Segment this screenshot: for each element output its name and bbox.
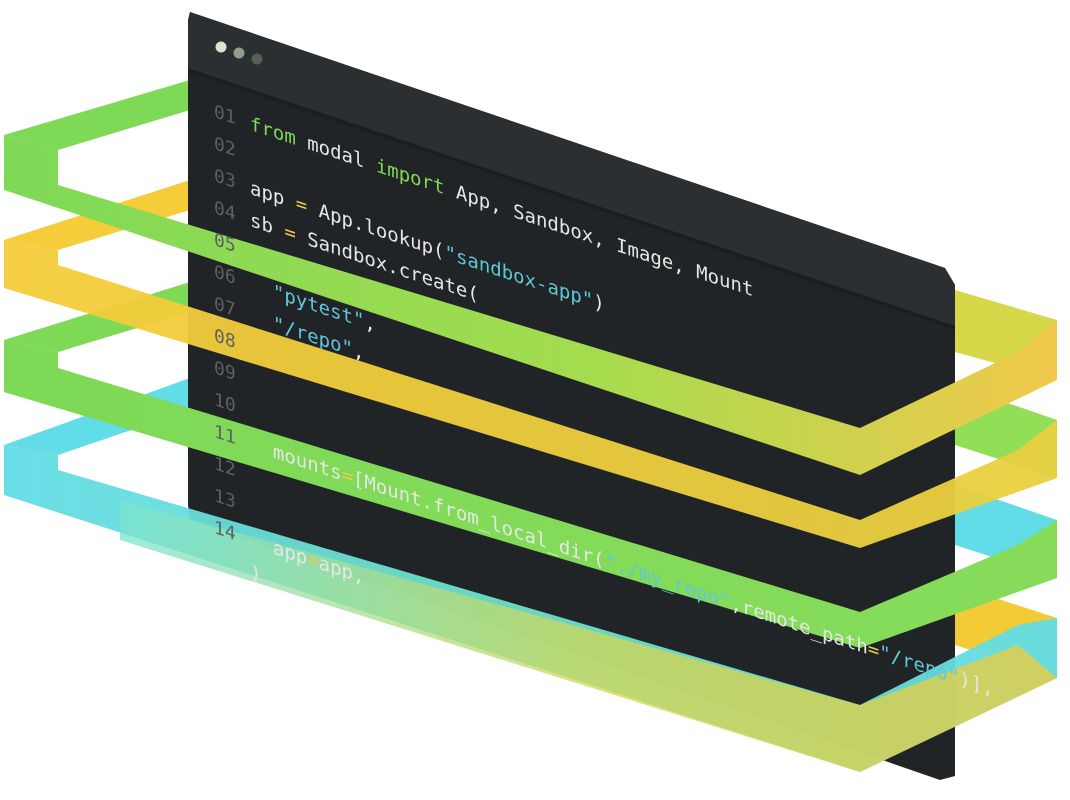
window-dot-minimize[interactable] <box>233 47 245 59</box>
window-dot-close[interactable] <box>215 41 227 53</box>
window-dot-maximize[interactable] <box>251 53 263 65</box>
ring-back-1 <box>4 80 190 150</box>
ring-front-group <box>4 135 1057 772</box>
code-window-header-divider <box>188 68 955 330</box>
code-window-header <box>188 12 955 330</box>
ring-front-5 <box>120 500 1057 772</box>
